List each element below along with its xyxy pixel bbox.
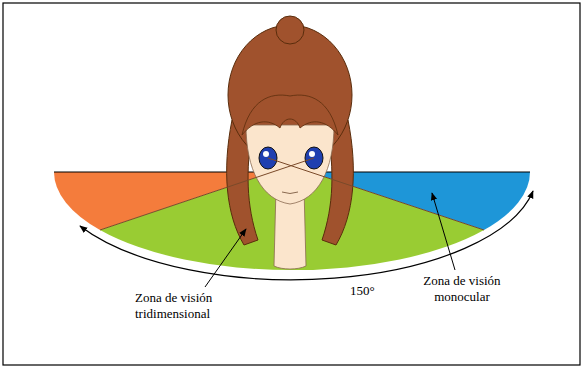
leader-line: [432, 193, 455, 270]
frame: [3, 3, 580, 365]
angle-label: 150°: [350, 283, 400, 299]
zone-label: Zona de visión tridimensional: [135, 290, 245, 321]
sight-line: [268, 158, 484, 230]
leader-line: [205, 229, 246, 287]
sight-line: [100, 158, 314, 230]
zone-label: Zona de visión monocular: [407, 273, 517, 304]
girl-figure: [227, 16, 354, 269]
angle-arc: [80, 191, 533, 280]
